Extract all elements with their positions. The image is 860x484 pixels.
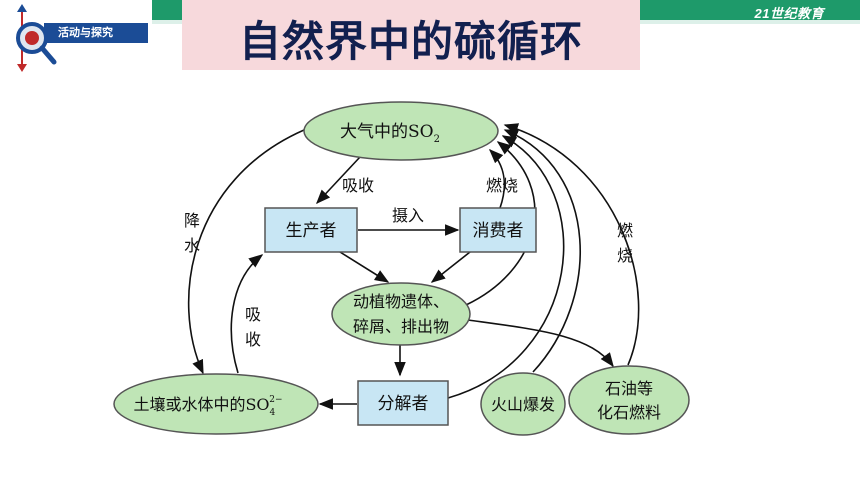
edge-consumer-to-atmosphere xyxy=(488,148,506,209)
label-absorb-top: 吸收 xyxy=(342,176,374,195)
node-volcano xyxy=(480,372,566,436)
label-burn-top: 燃烧 xyxy=(486,176,518,195)
node-producer-label: 生产者 xyxy=(286,221,337,241)
page-title: 自然界中的硫循环 xyxy=(238,17,583,66)
node-remains-line2: 碎屑、排出物 xyxy=(353,317,449,336)
label-ingest: 摄入 xyxy=(392,206,424,225)
label-precip-1: 降 xyxy=(184,211,200,230)
brand-logo: 21世纪教育 xyxy=(754,6,824,21)
magnifier-icon xyxy=(16,4,57,72)
node-consumer-label: 消费者 xyxy=(473,221,524,241)
node-atmosphere xyxy=(303,101,499,161)
node-soil xyxy=(113,373,319,435)
node-consumer xyxy=(459,207,537,253)
edge-decomposer-to-atmosphere xyxy=(447,135,565,399)
node-remains-line1: 动植物遗体、 xyxy=(353,292,449,311)
label-burn-right-2: 烧 xyxy=(617,246,633,265)
node-decomposer-label: 分解者 xyxy=(378,394,429,414)
edge-atmosphere-to-soil xyxy=(187,129,305,375)
node-producer xyxy=(264,207,358,253)
node-fossil-line1: 石油等 xyxy=(605,379,653,398)
edge-consumer-to-remains xyxy=(430,251,471,283)
edge-volcano-to-atmosphere xyxy=(503,129,581,373)
node-fossil-fuel xyxy=(568,365,690,435)
label-absorb-left-2: 收 xyxy=(245,330,261,349)
node-remains xyxy=(331,282,471,346)
edge-remains-to-fossil xyxy=(467,319,614,368)
edge-soil-to-producer xyxy=(230,254,264,374)
node-fossil-line2: 化石燃料 xyxy=(597,403,661,422)
edge-atmosphere-to-producer xyxy=(316,156,361,205)
title-box: 自然界中的硫循环 xyxy=(182,0,640,70)
label-absorb-left-1: 吸 xyxy=(245,305,261,324)
node-atmosphere-label: 大气中的SO2 xyxy=(340,122,440,145)
edge-fossil-to-atmosphere xyxy=(503,123,640,366)
node-volcano-label: 火山爆发 xyxy=(491,395,555,414)
node-decomposer xyxy=(357,380,449,426)
label-precip-2: 水 xyxy=(184,236,200,255)
section-tag: 活动与探究 xyxy=(44,23,148,43)
node-soil-label: 土壤或水体中的SO42− xyxy=(133,395,282,418)
label-burn-right-1: 燃 xyxy=(617,221,633,240)
edge-producer-to-remains xyxy=(339,251,390,283)
